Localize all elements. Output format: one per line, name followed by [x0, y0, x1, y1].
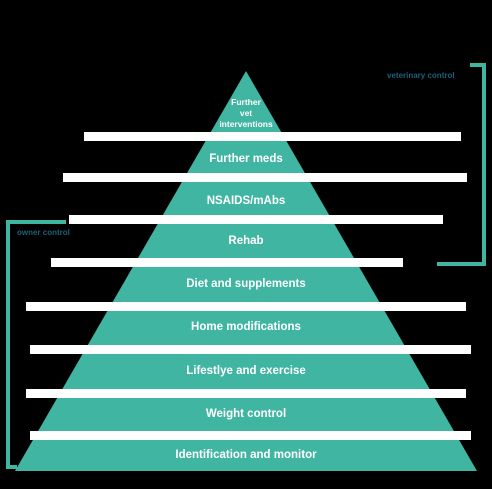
divider-band-3: [69, 215, 443, 224]
veterinary-control-label: veterinary control: [387, 71, 455, 80]
top-tier-label-line-3: interventions: [219, 119, 273, 129]
divider-band-7: [26, 389, 466, 398]
tier-label-lifestyle: Lifestlye and exercise: [186, 365, 306, 377]
divider-band-1: [84, 132, 461, 141]
veterinary-control-bracket: [437, 63, 486, 266]
divider-bands: [26, 132, 471, 440]
pyramid-shape: [15, 71, 477, 471]
top-tier-label-line-1: Further: [231, 97, 261, 107]
tier-label-weight-control: Weight control: [205, 408, 287, 420]
divider-band-6: [30, 345, 471, 354]
divider-band-8: [30, 431, 471, 440]
tier-label-nsaids: NSAIDS/mAbs: [206, 195, 286, 207]
divider-band-5: [26, 302, 466, 311]
owner-control-bracket: [6, 220, 66, 469]
tier-label-further-meds: Further meds: [209, 153, 283, 165]
tier-label-diet: Diet and supplements: [186, 278, 306, 290]
top-tier-label-line-2: vet: [239, 108, 253, 118]
tier-label-identification: Identification and monitor: [175, 449, 317, 461]
divider-band-4: [51, 258, 403, 267]
tier-label-rehab: Rehab: [228, 235, 264, 247]
tier-label-home-modifications: Home modifications: [191, 321, 301, 333]
divider-band-2: [63, 173, 467, 182]
top-tier-label: Further vet interventions: [196, 97, 296, 130]
owner-control-label: owner control: [17, 228, 70, 237]
